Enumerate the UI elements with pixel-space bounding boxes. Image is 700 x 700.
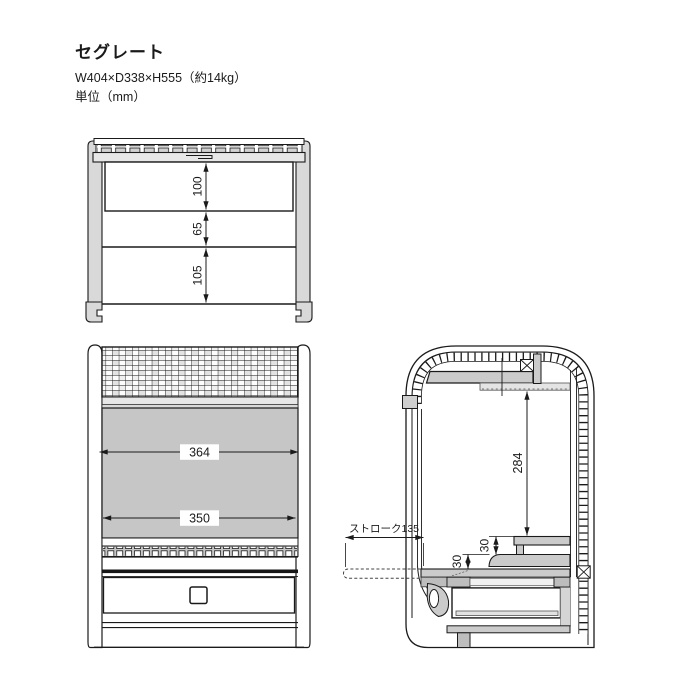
top-shelf [425, 370, 534, 384]
front-grip [428, 589, 440, 608]
slide-tray [420, 568, 571, 578]
band-end-cap [402, 395, 418, 409]
left-foot [85, 301, 103, 323]
side-view: 284 30 30 ストローク135 [342, 345, 595, 649]
top-section-view: 100 65 105 [85, 138, 313, 323]
dim-label-100: 100 [191, 176, 205, 196]
right-foot [295, 301, 313, 323]
dim-label-350: 350 [189, 511, 210, 525]
product-dimensions-text: W404×D338×H555（約14kg） [75, 71, 247, 85]
front-view: 364 350 [87, 344, 311, 649]
dim-label-364: 364 [189, 445, 210, 459]
dim-label-284: 284 [511, 453, 525, 474]
slide-tray-extended-outline [342, 568, 421, 579]
unit-note: 単位（mm） [75, 90, 146, 104]
product-title: セグレート [75, 43, 165, 62]
top-rail-band [97, 145, 301, 152]
middle-tier-shelf [488, 553, 571, 568]
x-marker-top [520, 359, 534, 372]
comb-strip [103, 546, 297, 556]
dim-label-30-upper: 30 [478, 539, 492, 553]
back-panel [104, 161, 294, 212]
dim-label-30-lower: 30 [450, 555, 464, 569]
dim-label-65: 65 [191, 222, 205, 236]
dim-label-105: 105 [191, 265, 205, 285]
base-foot [457, 632, 471, 648]
upper-tier-shelf [513, 535, 571, 546]
x-marker-rail [576, 565, 591, 579]
dim-label-stroke135: ストローク135 [349, 523, 419, 535]
drawer-handle [189, 586, 208, 605]
mesh-panel [101, 346, 299, 398]
